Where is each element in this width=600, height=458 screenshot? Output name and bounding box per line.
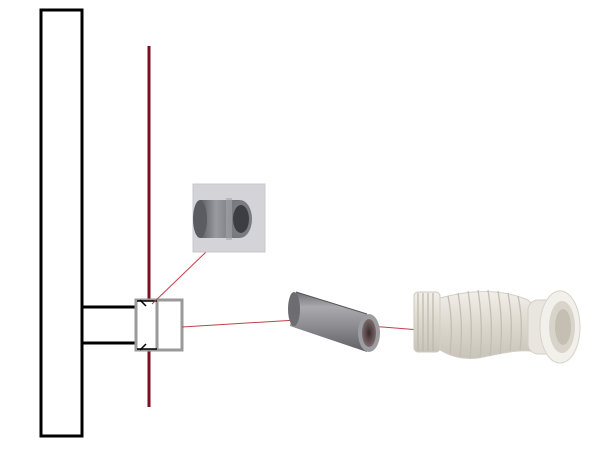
- coupling-outline: [134, 298, 184, 352]
- leader-line-coupling: [151, 251, 207, 305]
- leader-line-pipe: [181, 319, 298, 328]
- wall-outline: [39, 8, 84, 438]
- gray-pipe-icon: [288, 291, 380, 352]
- pipe-coupling-icon: [192, 183, 266, 253]
- wall-stub-pipe: [80, 305, 142, 345]
- flexible-elbow-icon: [413, 289, 581, 364]
